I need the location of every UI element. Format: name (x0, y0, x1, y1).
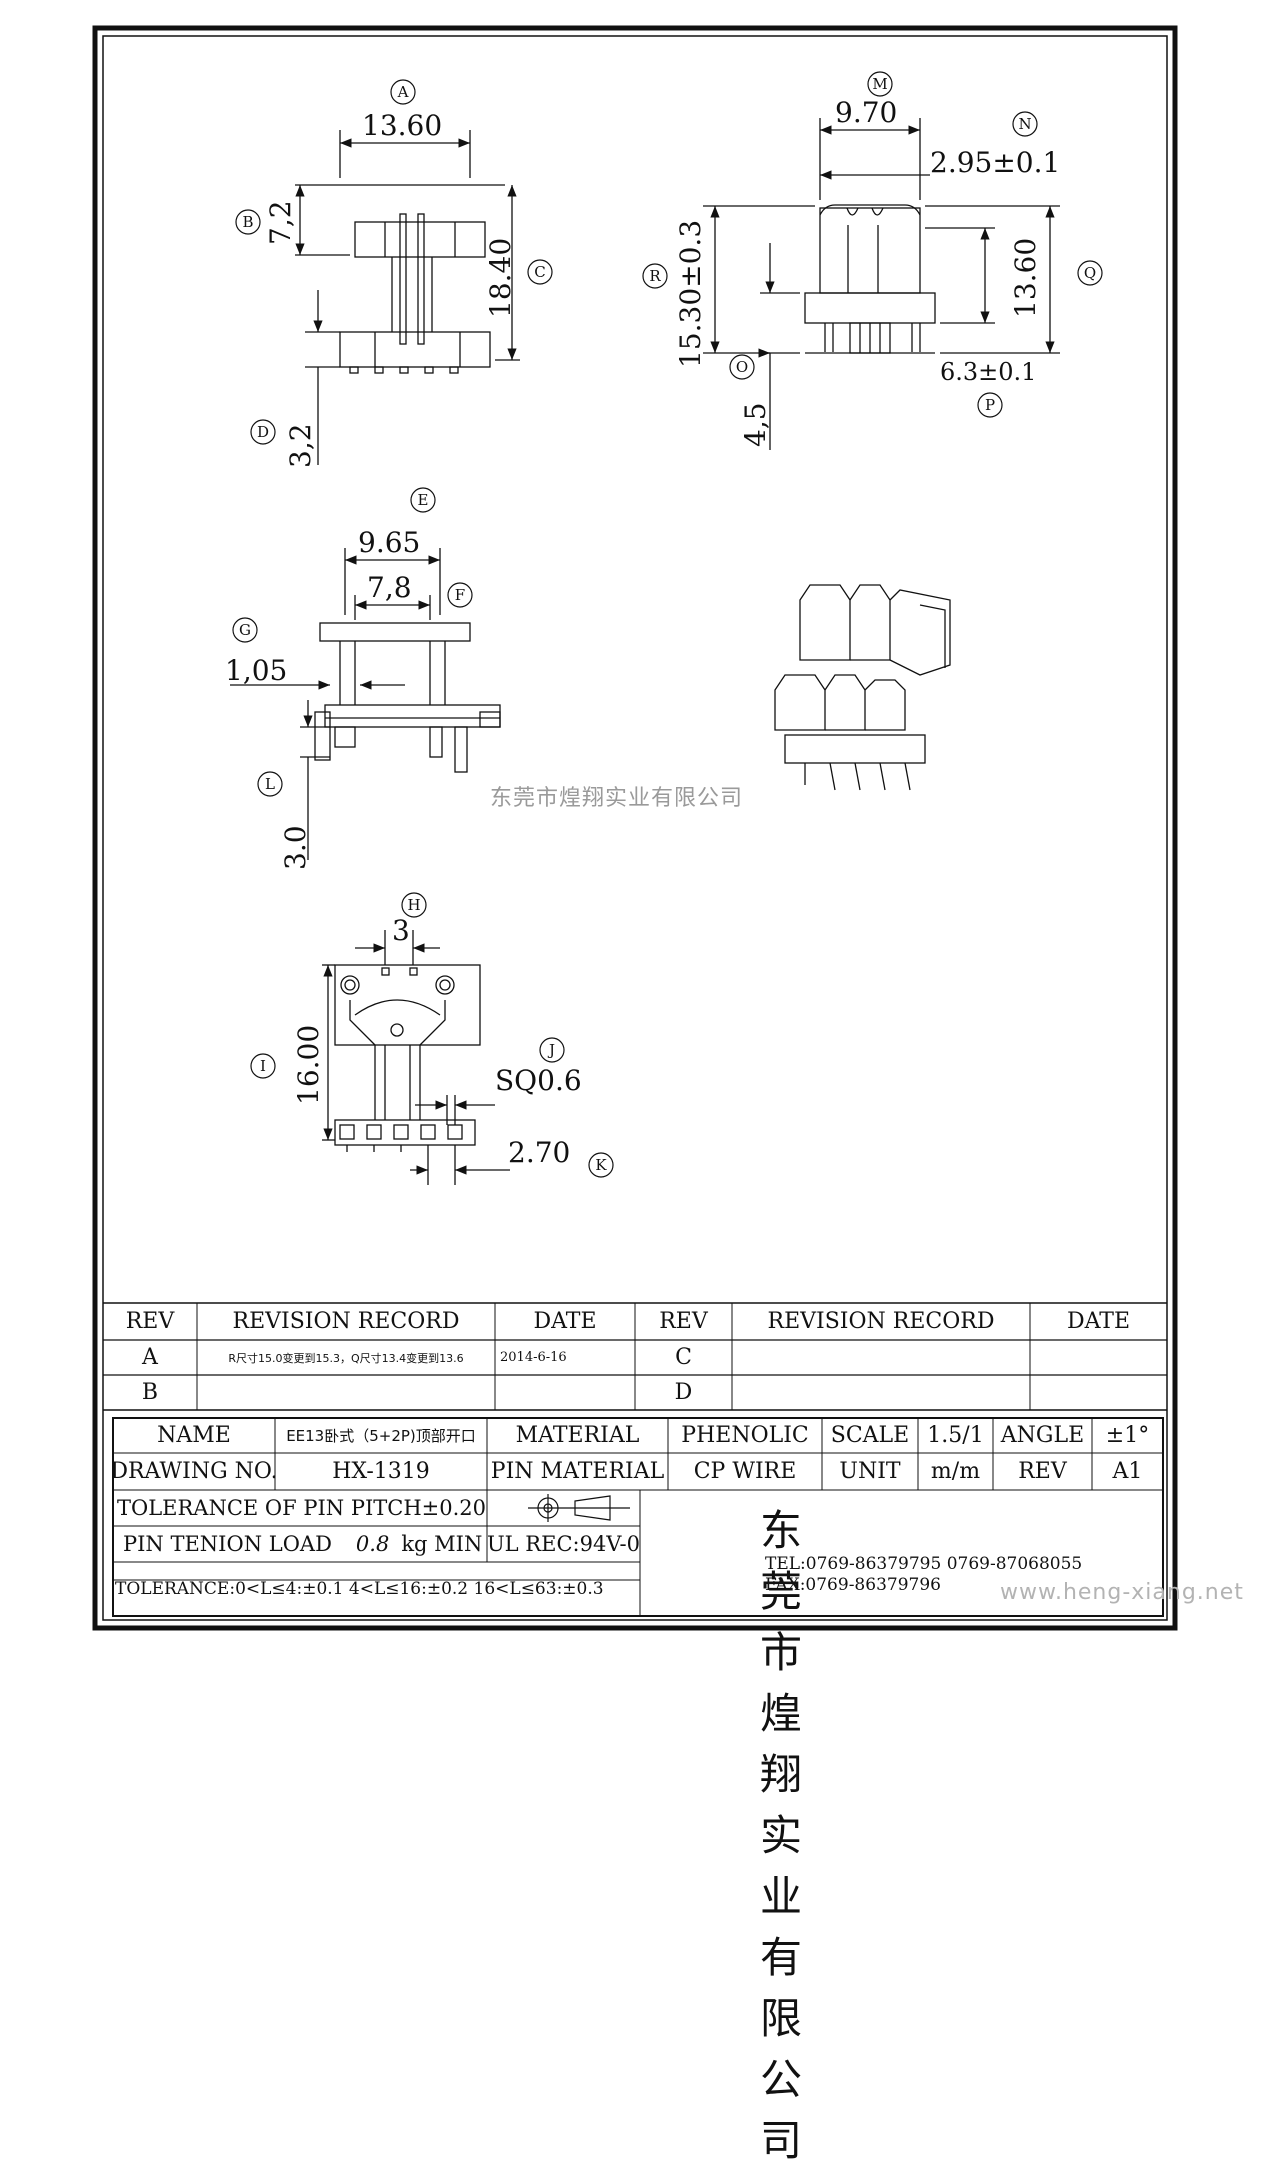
unit-value: m/m (930, 1459, 981, 1484)
ref-label-k: K (595, 1156, 607, 1174)
dim-a: 13.60 (362, 109, 442, 142)
drawing-sheet: A B C D M N R Q O P E F G L H I J K 13.6… (92, 25, 1178, 1631)
ref-label-d: D (257, 423, 269, 441)
view-isometric (774, 584, 951, 791)
material-label: MATERIAL (515, 1423, 640, 1448)
ref-label-p: P (985, 396, 995, 414)
revision-date-b (495, 1375, 635, 1410)
rev-b: B (141, 1380, 159, 1405)
dim-i: 16.00 (292, 1025, 325, 1105)
ref-label-a: A (397, 83, 409, 101)
ref-label-n: N (1018, 115, 1031, 133)
record-header-right: REVISION RECORD (767, 1309, 995, 1334)
material-value: PHENOLIC (681, 1423, 809, 1448)
scale-value: 1.5/1 (927, 1423, 984, 1448)
dim-r: 15.30±0.3 (674, 220, 707, 368)
dim-f: 7,8 (367, 571, 412, 604)
ul-rec: UL REC:94V-0 (487, 1532, 640, 1556)
revision-date-c (1030, 1340, 1167, 1375)
angle-label: ANGLE (1000, 1423, 1085, 1448)
revision-record-b (197, 1375, 495, 1410)
dim-c: 18.40 (484, 238, 517, 318)
dim-n: 2.95±0.1 (930, 146, 1060, 179)
dim-l: 3.0 (279, 825, 312, 870)
dim-o: 4,5 (739, 402, 772, 447)
ref-labels (232, 71, 1103, 1178)
website-watermark: www.heng-xiang.net (1000, 1580, 1244, 1605)
rev-value: A1 (1112, 1459, 1143, 1484)
company-name: 东莞市煌翔实业有限公司 (760, 1506, 803, 2165)
pin-tension-unit: kg MIN (401, 1532, 483, 1556)
view-side (703, 118, 1060, 450)
name-value: EE13卧式（5+2P)顶部开口 (286, 1427, 476, 1445)
revision-record-c (732, 1340, 1030, 1375)
ref-label-r: R (649, 267, 661, 285)
company-tel: TEL:0769-86379795 0769-87068055 (765, 1554, 1083, 1574)
pin-material-value: CP WIRE (693, 1459, 797, 1484)
date-header-right: DATE (1066, 1309, 1131, 1334)
rev-a: A (142, 1345, 158, 1370)
outer-frame (92, 25, 1178, 1631)
dim-g: 1,05 (225, 654, 287, 687)
rev-header-left: REV (125, 1309, 175, 1334)
revision-date-d (1030, 1375, 1167, 1410)
record-header-left: REVISION RECORD (232, 1309, 460, 1334)
ref-label-i: I (260, 1057, 266, 1075)
ref-label-b: B (242, 213, 253, 231)
pin-tension-row: PIN TENION LOAD 0.8 kg MIN (113, 1526, 487, 1562)
watermark: 东莞市煌翔实业有限公司 (490, 786, 744, 811)
ref-label-m: M (872, 75, 887, 93)
ref-label-c: C (534, 263, 545, 281)
ref-label-e: E (418, 491, 429, 509)
ref-label-l: L (265, 775, 275, 793)
scale-label: SCALE (830, 1423, 910, 1448)
dim-p: 6.3±0.1 (940, 358, 1036, 386)
ref-label-g: G (239, 621, 251, 639)
dim-j: SQ0.6 (495, 1064, 582, 1097)
ref-label-o: O (736, 358, 748, 376)
dim-k: 2.70 (508, 1136, 570, 1169)
view-bottom (322, 930, 510, 1185)
rev-d: D (674, 1380, 693, 1405)
angle-value: ±1° (1105, 1423, 1150, 1448)
dim-q: 13.60 (1009, 238, 1042, 318)
ref-label-f: F (455, 586, 465, 604)
unit-label: UNIT (839, 1459, 901, 1484)
rev-c: C (675, 1345, 692, 1370)
table-grid (103, 1302, 1167, 1617)
revision-record-d (732, 1375, 1030, 1410)
dim-m: 9.70 (835, 96, 897, 129)
drawing-no-value: HX-1319 (332, 1459, 430, 1484)
rev-label: REV (1018, 1459, 1067, 1484)
view-front (295, 130, 520, 465)
pin-tension-label: PIN TENION LOAD (123, 1532, 332, 1556)
dim-h: 3 (392, 914, 410, 947)
ref-label-h: H (407, 896, 420, 914)
drawing-no-label: DRAWING NO. (113, 1459, 275, 1484)
date-header-left: DATE (533, 1309, 597, 1334)
dim-e: 9.65 (358, 526, 420, 559)
name-label: NAME (157, 1423, 231, 1448)
tolerance-ranges: TOLERANCE:0<L≤4:±0.1 4<L≤16:±0.2 16<L≤63… (115, 1579, 604, 1599)
inner-frame (102, 35, 1168, 1621)
projection-symbol-icon (528, 1494, 630, 1522)
tolerance-pitch: TOLERANCE OF PIN PITCH±0.20 (117, 1496, 487, 1520)
dim-b: 7,2 (264, 200, 297, 245)
revision-date-a: 2014-6-16 (500, 1350, 567, 1365)
pin-material-label: PIN MATERIAL (490, 1459, 665, 1484)
dim-d: 3,2 (284, 423, 317, 468)
company-fax: FAX:0769-86379796 (765, 1575, 941, 1595)
pin-tension-value: 0.8 (355, 1532, 390, 1556)
rev-header-right: REV (659, 1309, 708, 1334)
revision-record-a: R尺寸15.0变更到15.3，Q尺寸13.4变更到13.6 (228, 1351, 464, 1365)
view-section (230, 548, 501, 860)
ref-label-q: Q (1084, 264, 1096, 282)
ref-label-j: J (547, 1041, 555, 1059)
